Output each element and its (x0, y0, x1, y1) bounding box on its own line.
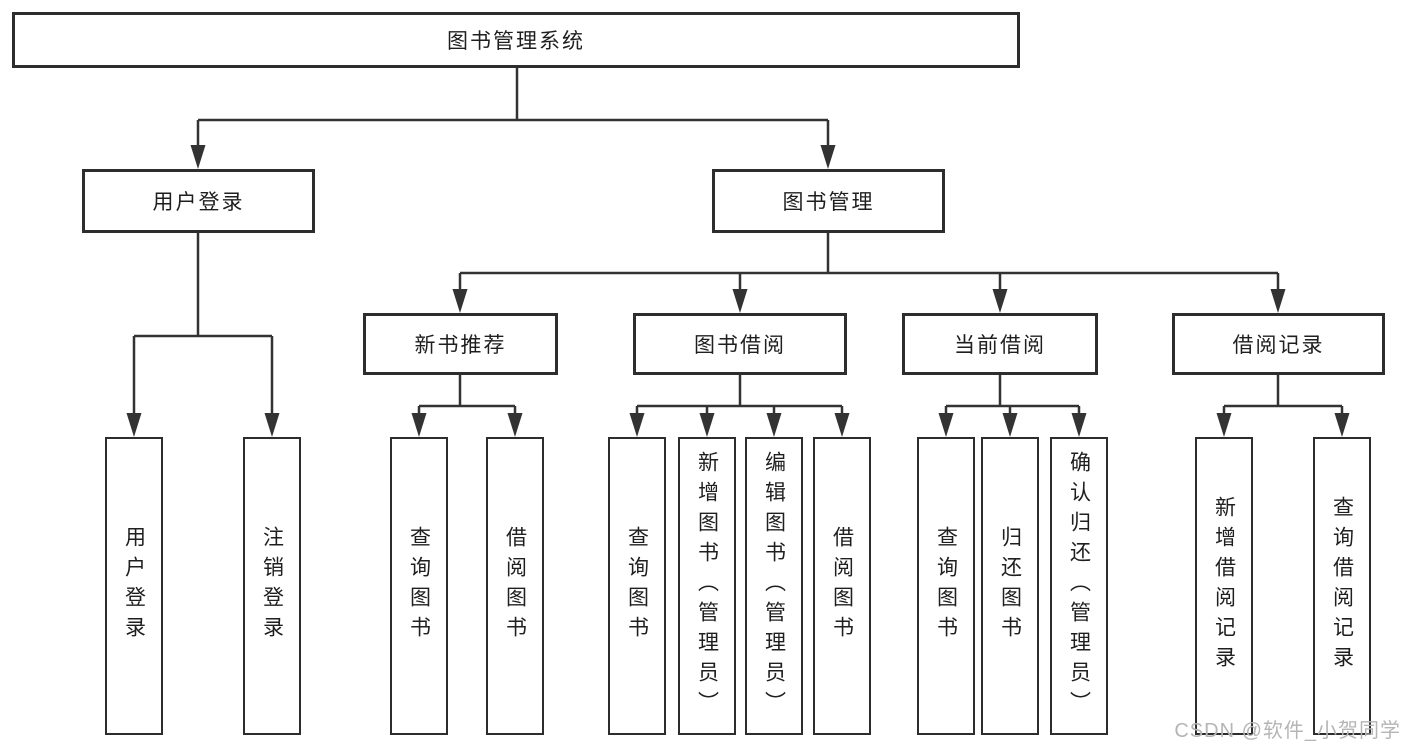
leaf-label: 新增图书（管理员） (695, 451, 719, 721)
wire-current-borrow-to-leaves (944, 375, 1081, 415)
leaf-label: 查询图书 (407, 526, 431, 646)
leaf-add-books-admin: 新增图书（管理员） (678, 437, 736, 735)
leaf-query-books: 查询图书 (917, 437, 975, 735)
wire-book-mgmt-to-level3 (458, 233, 1280, 291)
leaf-edit-books-admin: 编辑图书（管理员） (745, 437, 803, 735)
arrowheads (126, 145, 1350, 437)
wire-borrow-records-to-leaves (1222, 375, 1344, 415)
wire-book-borrow-to-leaves (635, 375, 844, 415)
leaf-label: 归还图书 (998, 526, 1022, 646)
leaf-label: 查询借阅记录 (1330, 496, 1354, 676)
node-library-management-system: 图书管理系统 (12, 12, 1020, 68)
node-book-management: 图书管理 (712, 169, 945, 233)
leaf-query-borrow-record: 查询借阅记录 (1313, 437, 1371, 735)
leaf-label: 编辑图书（管理员） (762, 451, 786, 721)
leaf-label: 新增借阅记录 (1212, 496, 1236, 676)
wire-new-book-rec-to-leaves (417, 375, 517, 415)
node-user-login: 用户登录 (82, 169, 315, 233)
node-label: 图书管理 (782, 191, 875, 214)
leaf-label: 借阅图书 (830, 526, 854, 646)
leaf-query-books: 查询图书 (608, 437, 666, 735)
leaf-query-books: 查询图书 (390, 437, 448, 735)
node-label: 借阅记录 (1232, 334, 1325, 357)
leaf-user-login: 用户登录 (105, 437, 163, 735)
leaf-borrow-books: 借阅图书 (813, 437, 871, 735)
node-borrowing-records: 借阅记录 (1172, 313, 1385, 375)
leaf-borrow-books: 借阅图书 (486, 437, 544, 735)
node-label: 用户登录 (152, 191, 245, 214)
leaf-add-borrow-record: 新增借阅记录 (1195, 437, 1253, 735)
leaf-label: 注销登录 (260, 526, 284, 646)
leaf-label: 借阅图书 (503, 526, 527, 646)
leaf-confirm-return-admin: 确认归还（管理员） (1050, 437, 1108, 735)
leaf-label: 确认归还（管理员） (1067, 451, 1091, 721)
leaf-logout: 注销登录 (243, 437, 301, 735)
node-label: 当前借阅 (954, 334, 1046, 357)
leaf-return-books: 归还图书 (981, 437, 1039, 735)
leaf-label: 查询图书 (934, 526, 958, 646)
leaf-label: 查询图书 (625, 526, 649, 646)
wire-root-to-level2 (196, 68, 830, 147)
node-label: 图书借阅 (694, 334, 786, 357)
node-book-borrowing: 图书借阅 (633, 313, 847, 375)
csdn-watermark: CSDN @软件_小贺同学 (1174, 720, 1401, 742)
node-current-borrowing: 当前借阅 (902, 313, 1098, 375)
wire-user-login-to-leaves (132, 233, 274, 415)
node-label: 新书推荐 (414, 334, 507, 357)
node-label: 图书管理系统 (447, 30, 585, 53)
leaf-label: 用户登录 (122, 526, 146, 646)
node-new-book-recommendation: 新书推荐 (363, 313, 558, 375)
